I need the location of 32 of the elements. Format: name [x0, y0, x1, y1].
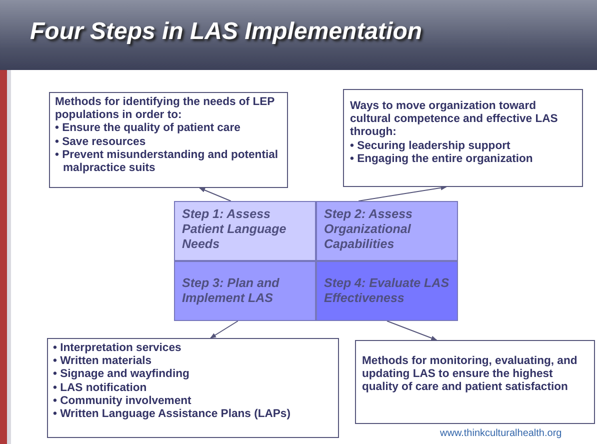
step-label: Step 3: Plan and Implement LAS — [182, 276, 280, 306]
box-text: Methods for monitoring, evaluating, and updating LAS to ensure the highest quality of care and patient satisfaction — [362, 355, 578, 395]
arrow — [199, 188, 232, 202]
bullet-item: • LAS notification — [53, 382, 148, 395]
bullet-item: • Written materials — [53, 355, 153, 368]
box-text: Ways to move organization toward cultural competence and effective LAS through: — [350, 100, 559, 140]
arrow — [358, 185, 447, 202]
bullet-item: • Interpretation services — [53, 342, 182, 356]
text-box — [355, 340, 595, 424]
bullet-item: • Ensure the quality of patient care — [55, 122, 242, 136]
box-text: Methods for identifying the needs of LEP populations in order to: — [55, 96, 276, 122]
bullet-item: • Engaging the entire organization — [350, 152, 534, 166]
bullet-item: • Written Language Assistance Plans (LAPs) — [53, 408, 292, 422]
bullet-item: • Community involvement — [53, 394, 192, 408]
text-box — [343, 89, 583, 187]
bullet-item: • Prevent misunderstanding and potential malpractice suits — [55, 148, 280, 176]
step-box — [316, 261, 458, 321]
bullet-item: • Signage and wayfinding — [53, 368, 190, 382]
step-label: Step 4: Evaluate LAS Effectiveness — [324, 276, 450, 306]
step-box — [174, 201, 316, 261]
text-box — [49, 92, 288, 188]
source-url: www.thinkculturalhealth.org — [440, 428, 562, 440]
arrow — [210, 320, 238, 338]
step-box — [316, 201, 458, 261]
bullet-item: • Save resources — [55, 136, 147, 149]
step-label: Step 1: Assess Patient Language Needs — [182, 207, 288, 252]
step-label: Step 2: Assess Organizational Capabilities — [324, 207, 414, 252]
text-box — [47, 338, 339, 438]
slide-title: Four Steps in LAS Implementation — [30, 18, 422, 46]
step-box — [174, 261, 316, 321]
bullet-item: • Securing leadership support — [350, 140, 512, 153]
arrow — [386, 320, 438, 340]
